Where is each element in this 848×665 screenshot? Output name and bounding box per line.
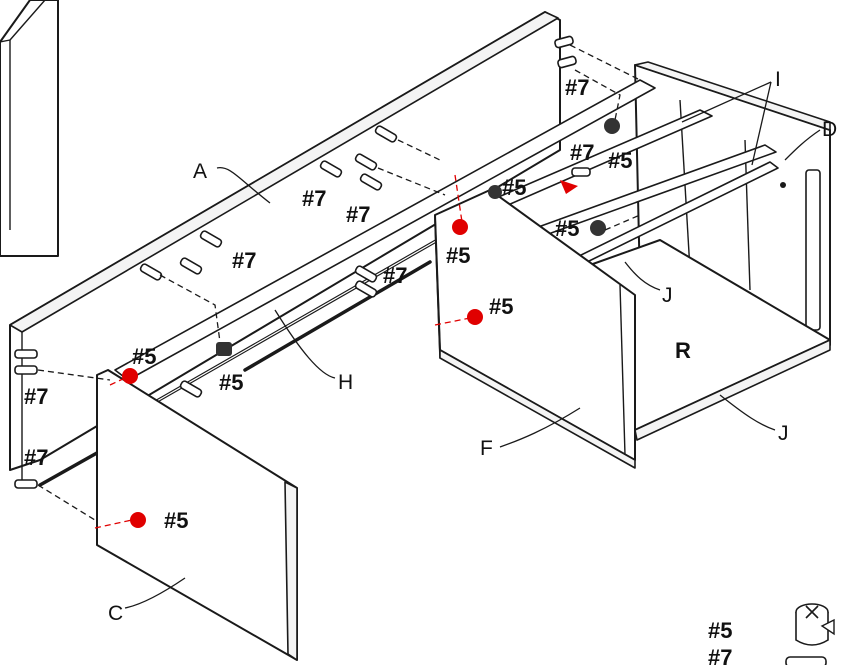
label-j-upper: J (662, 284, 673, 307)
leader-lines (124, 81, 821, 609)
callout-7: #7 (570, 140, 594, 165)
callout-5: #5 (608, 148, 632, 173)
top-rails-i (479, 109, 779, 265)
cam-lock-icon (795, 603, 835, 646)
label-j-lower: J (778, 422, 789, 445)
end-panel-c (96, 369, 298, 661)
label-f: F (480, 437, 493, 460)
callout-5: #5 (502, 175, 526, 200)
callout-7: #7 (24, 384, 48, 409)
long-rail-h (38, 79, 656, 487)
dowel-icon (785, 656, 827, 665)
legend-label-5: #5 (708, 618, 732, 643)
inset-box (0, 0, 59, 257)
callout-5: #5 (132, 344, 156, 369)
callout-7: #7 (565, 75, 589, 100)
partition-panel-f (434, 189, 636, 469)
label-a: A (193, 160, 207, 183)
cam-lock-group (122, 118, 620, 528)
dowel-group (14, 35, 591, 489)
label-i: I (775, 68, 781, 91)
legend-label-7: #7 (708, 645, 732, 665)
callout-5: #5 (489, 294, 513, 319)
callout-7: #7 (346, 202, 370, 227)
hardware-legend: #5 #7 (708, 603, 835, 665)
callout-7: #7 (24, 445, 48, 470)
callout-7: #7 (232, 248, 256, 273)
label-r: R (675, 338, 691, 363)
callout-7: #7 (302, 186, 326, 211)
label-h: H (338, 371, 353, 394)
callout-7: #7 (383, 263, 407, 288)
assembly-guides (37, 44, 641, 529)
label-d: D (822, 118, 837, 141)
label-c: C (108, 602, 123, 625)
callout-5: #5 (164, 508, 188, 533)
callout-5: #5 (555, 216, 579, 241)
callout-5: #5 (446, 243, 470, 268)
callout-5: #5 (219, 370, 243, 395)
